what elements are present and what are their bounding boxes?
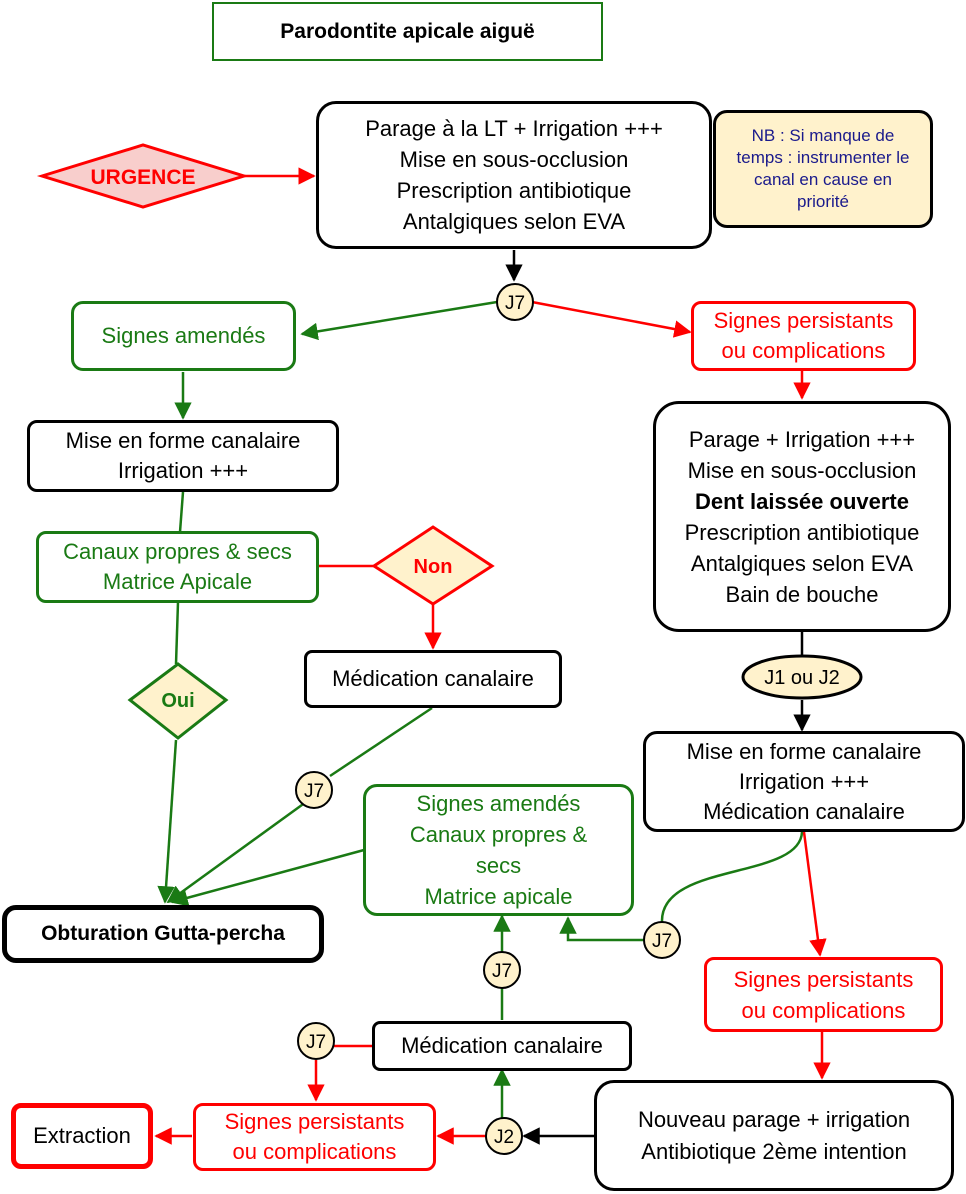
- line-medication-to-j7: [329, 706, 433, 778]
- persist-top-box: Signes persistants ou complications: [691, 301, 916, 371]
- non-label: Non: [414, 556, 453, 578]
- first-treatment-line: Prescription antibiotique: [396, 178, 632, 203]
- shaping-box: Mise en forme canalaire Irrigation +++: [27, 420, 339, 492]
- first-treatment-line: Mise en sous-occlusion: [399, 147, 629, 172]
- canaux-line: Matrice Apicale: [102, 569, 253, 594]
- urgence-diamond: [36, 143, 250, 209]
- shaping2-line: Médication canalaire: [703, 798, 905, 824]
- j7-badge-bottom: [297, 1022, 335, 1060]
- j7-badge-left: [295, 771, 333, 809]
- j7-badge-right: [643, 921, 681, 959]
- second-treatment-line: Mise en sous-occlusion: [687, 457, 917, 483]
- j7-badge-left-label: J7: [304, 781, 324, 802]
- shaping2-box: Mise en forme canalaire Irrigation +++ M…: [643, 731, 965, 832]
- canaux-box: Canaux propres & secs Matrice Apicale: [36, 531, 319, 603]
- note-line: NB : Si manque de: [751, 126, 895, 145]
- signes-amendes-box: Signes amendés: [71, 301, 296, 371]
- curve-shaping2-to-j7: [660, 831, 804, 923]
- extraction-box: Extraction: [11, 1103, 153, 1169]
- arrow-amendes2-to-obturation: [170, 848, 365, 907]
- amendes2-line: Signes amendés: [416, 791, 581, 816]
- arrow-j7-to-amendes2: [559, 916, 644, 942]
- persist-mid-line: ou complications: [741, 997, 906, 1023]
- oui-label: Oui: [161, 690, 194, 712]
- j1-j2-badge: [741, 654, 863, 700]
- nouveau-box: Nouveau parage + irrigation Antibiotique…: [594, 1080, 954, 1191]
- shaping-line: Irrigation +++: [117, 458, 249, 483]
- amendes2-line: Matrice apicale: [424, 884, 573, 909]
- oui-diamond: [127, 662, 229, 740]
- amendes2-line: Canaux propres &: [409, 822, 588, 847]
- second-treatment-line: Prescription antibiotique: [684, 519, 920, 545]
- arrow-oui-to-obturation: [157, 739, 178, 904]
- first-treatment-line: Antalgiques selon EVA: [402, 209, 626, 234]
- nouveau-line: Antibiotique 2ème intention: [641, 1138, 907, 1164]
- obturation-box: Obturation Gutta-percha: [2, 905, 324, 963]
- note-line: temps : instrumenter le: [736, 148, 910, 167]
- j7-badge-top-label: J7: [505, 293, 525, 314]
- persist-mid-box: Signes persistants ou complications: [704, 957, 943, 1032]
- second-treatment-box: Parage + Irrigation +++ Mise en sous-occ…: [653, 401, 951, 632]
- shaping2-line: Irrigation +++: [738, 768, 870, 794]
- urgence-label: URGENCE: [90, 166, 195, 189]
- j7-badge-bottom-label: J7: [306, 1032, 326, 1053]
- persist-top-line: Signes persistants: [713, 308, 894, 333]
- canaux-line: Canaux propres & secs: [63, 539, 292, 564]
- line-canaux-to-oui: [174, 601, 180, 665]
- note-line: priorité: [797, 192, 849, 211]
- arrow-shaping2-to-persist-mid: [802, 831, 827, 957]
- line-shaping-to-canaux: [178, 491, 185, 533]
- persist-bottom-box: Signes persistants ou complications: [193, 1103, 436, 1171]
- medication-box: Médication canalaire: [304, 650, 562, 708]
- j7-badge-top: [496, 283, 534, 321]
- medication2-box: Médication canalaire: [372, 1021, 632, 1071]
- second-treatment-line: Parage + Irrigation +++: [688, 426, 916, 452]
- arrow-j7-to-obturation: [166, 800, 307, 904]
- persist-bottom-line: ou complications: [232, 1139, 397, 1164]
- j7-badge-mid-label: J7: [492, 961, 512, 982]
- persist-bottom-line: Signes persistants: [224, 1109, 405, 1134]
- shaping-line: Mise en forme canalaire: [65, 428, 301, 453]
- second-treatment-line: Antalgiques selon EVA: [690, 550, 914, 576]
- arrow-j7-to-signes-amendes: [300, 300, 498, 341]
- j2-badge-label: J2: [494, 1127, 514, 1148]
- second-treatment-line: Bain de bouche: [725, 581, 879, 607]
- page-title: Parodontite apicale aiguë: [212, 2, 603, 61]
- j2-badge: [485, 1117, 523, 1155]
- j7-badge-right-label: J7: [652, 931, 672, 952]
- persist-top-line: ou complications: [721, 338, 886, 363]
- shaping2-line: Mise en forme canalaire: [686, 738, 922, 764]
- arrow-j7-to-signes-persistants: [531, 300, 692, 338]
- second-treatment-line: Dent laissée ouverte: [695, 488, 909, 514]
- first-treatment-box: Parage à la LT + Irrigation +++ Mise en …: [316, 101, 712, 249]
- nouveau-line: Nouveau parage + irrigation: [637, 1106, 911, 1132]
- first-treatment-line: Parage à la LT + Irrigation +++: [365, 116, 663, 141]
- j7-badge-mid: [483, 951, 521, 989]
- amendes2-line: secs: [475, 853, 522, 878]
- non-diamond: [371, 525, 495, 606]
- amendes2-box: Signes amendés Canaux propres & secs Mat…: [363, 784, 634, 916]
- note-box: NB : Si manque de temps : instrumenter l…: [713, 110, 933, 228]
- persist-mid-line: Signes persistants: [733, 966, 914, 992]
- note-line: canal en cause en: [754, 170, 892, 189]
- j1-j2-badge-label: J1 ou J2: [764, 667, 840, 689]
